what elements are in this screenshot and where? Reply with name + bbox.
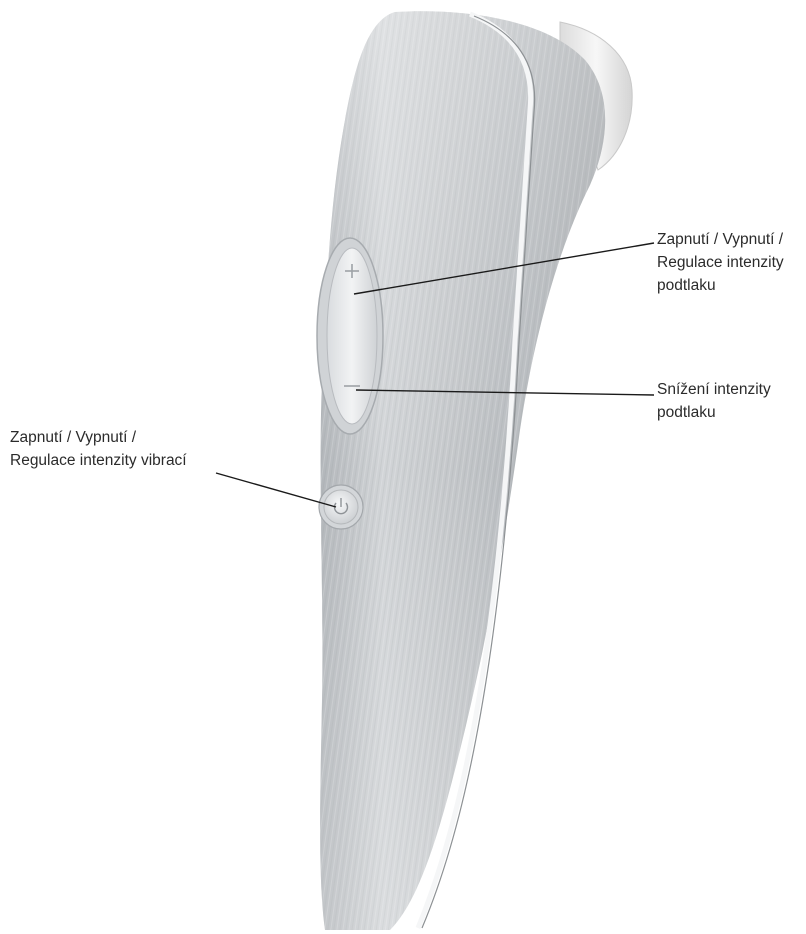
callout-power-button-label: Zapnutí / Vypnutí / Regulace intenzity v… — [10, 426, 210, 472]
callout-plus-button-label: Zapnutí / Vypnutí / Regulace intenzity p… — [657, 228, 805, 297]
leader-line-power — [216, 473, 336, 507]
callout-minus-button-label: Snížení intenzity podtlaku — [657, 378, 805, 424]
